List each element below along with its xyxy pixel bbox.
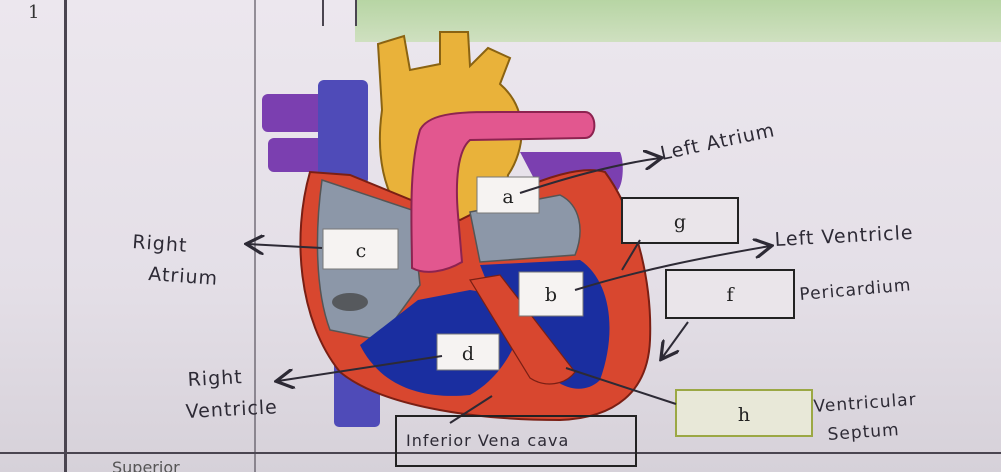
superior-vena-cava: [318, 80, 368, 185]
arrow-pericardium: [662, 322, 688, 358]
annotation-left-atrium: Left Atrium: [658, 119, 777, 165]
annotation-inferior-vena-cava: Inferior Vena cava: [406, 431, 569, 450]
tricuspid-valve-hint: [332, 293, 368, 311]
label-box-a-text: a: [502, 186, 513, 208]
label-box-d-text: d: [462, 343, 474, 365]
annotation-right-ventricle-line1: Right: [187, 366, 243, 391]
annotation-right-atrium-line2: Atrium: [148, 263, 219, 290]
annotation-pericardium: Pericardium: [799, 275, 912, 305]
label-box-c-text: c: [356, 240, 367, 262]
label-box-b-text: b: [545, 284, 557, 306]
annotation-ventricular-septum-line1: Ventricular: [813, 390, 917, 417]
label-box-h-text: h: [738, 404, 750, 426]
annotation-ventricular-septum-line2: Septum: [827, 420, 900, 445]
annotation-right-ventricle-line2: Ventricle: [185, 396, 278, 423]
annotation-left-ventricle: Left Ventricle: [774, 222, 914, 251]
label-box-g-text: g: [674, 211, 686, 233]
annotation-right-atrium-line1: Right: [132, 231, 188, 257]
